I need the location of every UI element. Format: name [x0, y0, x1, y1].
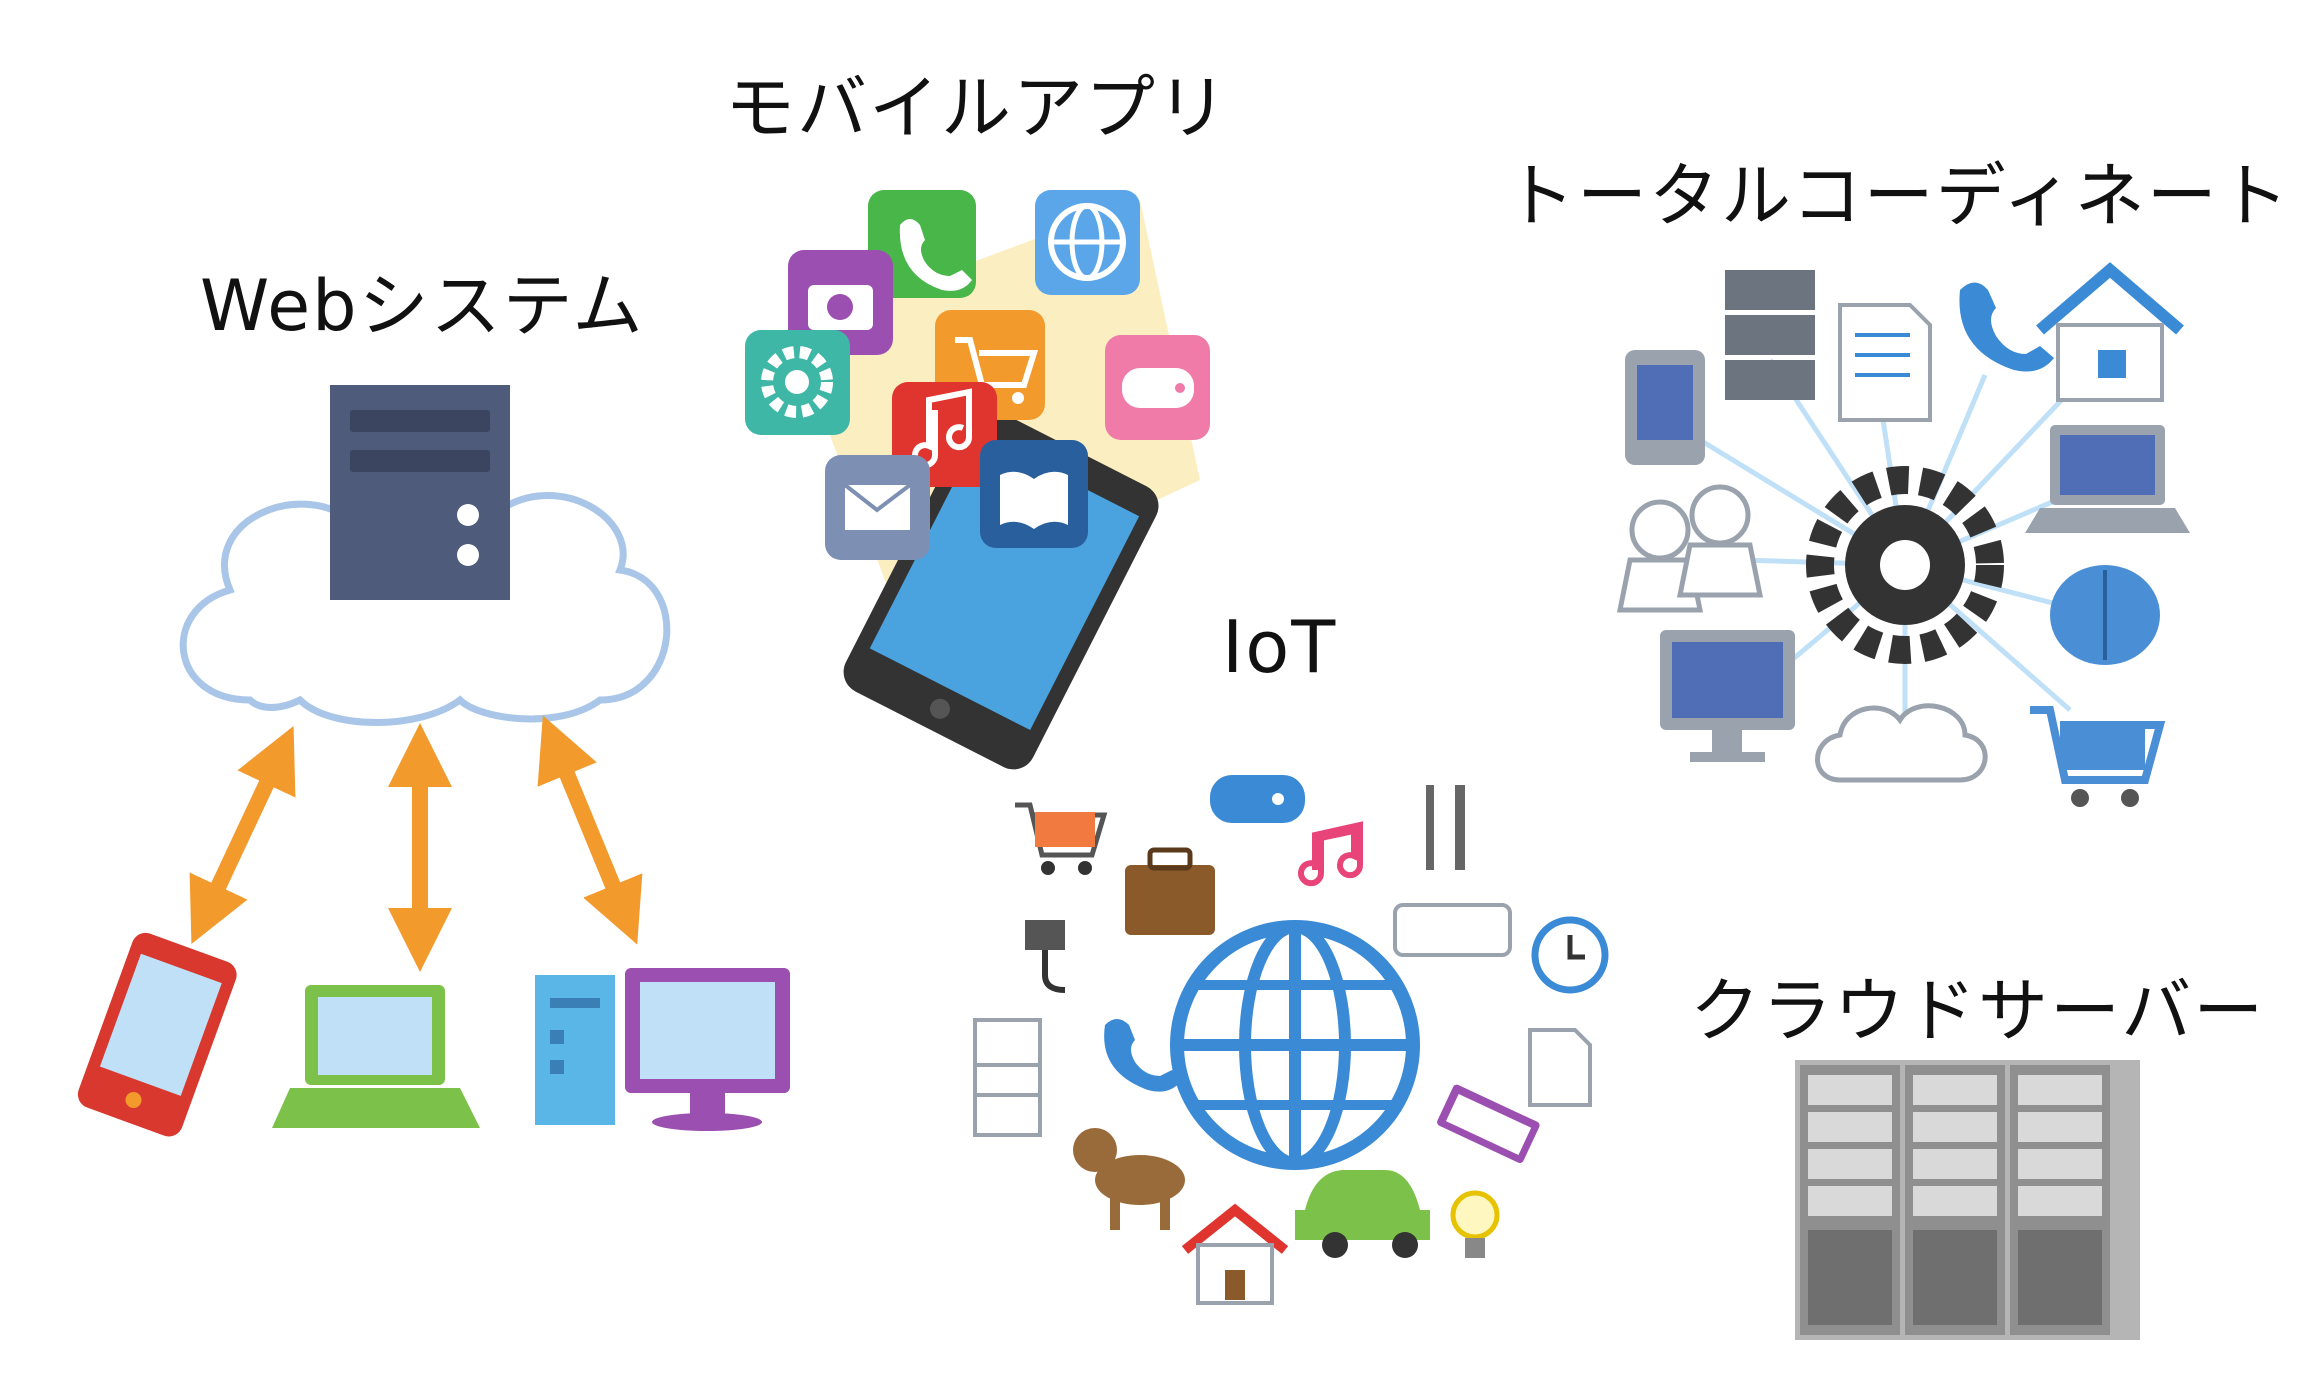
people-icon: [1616, 484, 1764, 613]
air-conditioner-icon: [1393, 903, 1512, 957]
shopping-cart-icon: [1015, 802, 1108, 875]
game-controller-icon: [1210, 775, 1305, 823]
phone-icon: [1104, 1019, 1182, 1092]
double-arrow-icon: [189, 715, 643, 972]
game-controller-icon: [1105, 335, 1210, 440]
globe-icon: [1170, 920, 1420, 1170]
globe-icon: [1035, 190, 1140, 295]
tablet-icon: [1625, 350, 1705, 465]
phone-icon: [868, 190, 976, 298]
mobile-app-title: モバイルアプリ: [725, 67, 1229, 149]
dog-icon: [1073, 1128, 1185, 1230]
web-system-title: Webシステム: [200, 265, 645, 347]
iot-title: IoT: [1222, 605, 1338, 689]
gear-icon: [1806, 466, 2004, 664]
mail-icon: [825, 455, 930, 560]
light-bulb-icon: [1450, 1190, 1500, 1258]
house-icon: [1181, 1203, 1289, 1305]
car-icon: [1295, 1170, 1430, 1258]
keyboard-icon: [1437, 1084, 1540, 1163]
web-system-illustration: [77, 385, 790, 1137]
suitcase-icon: [1125, 847, 1215, 935]
clock-icon: [1531, 916, 1609, 994]
iot-illustration: [973, 775, 1609, 1305]
document-icon: [1838, 303, 1932, 422]
laptop-icon: [2025, 425, 2190, 533]
cloud-icon: [1815, 703, 1988, 783]
fork-knife-icon: [1426, 785, 1465, 870]
music-icon: [1298, 821, 1364, 887]
server-icon: [330, 385, 510, 600]
cloud-server-title: クラウドサーバー: [1690, 970, 2266, 1052]
smartphone-icon: [77, 932, 237, 1137]
desktop-pc-icon: [535, 968, 790, 1131]
phone-icon: [1959, 282, 2054, 372]
server-icon: [1725, 270, 1815, 400]
monitor-icon: [1660, 630, 1795, 762]
refrigerator-icon: [973, 1018, 1042, 1137]
mobile-app-illustration: [745, 190, 1210, 770]
house-icon: [2036, 262, 2184, 402]
total-coordinate-title: トータルコーディネート: [1505, 155, 2291, 237]
brain-icon: [2050, 565, 2160, 665]
camera-icon: [788, 250, 893, 355]
document-icon: [1528, 1028, 1592, 1107]
shopping-cart-icon: [2030, 706, 2166, 807]
laptop-icon: [272, 985, 480, 1128]
settings-icon: [745, 330, 850, 435]
cloud-server-illustration: [1795, 1060, 2140, 1340]
cloud-icon: [179, 474, 671, 726]
book-icon: [980, 440, 1088, 548]
server-rack-icon: [1795, 1060, 2140, 1340]
plug-icon: [1025, 920, 1066, 993]
total-coordinate-illustration: [1616, 262, 2190, 807]
